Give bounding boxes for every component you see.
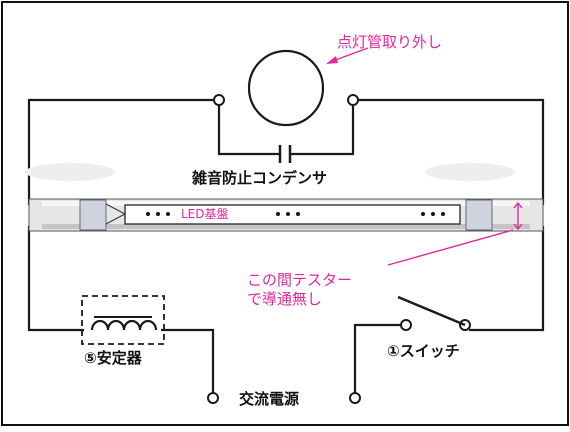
power-terminal-left xyxy=(207,392,219,404)
switch-lever xyxy=(397,295,466,327)
capacitor-symbol xyxy=(278,145,292,163)
annotation-starter-removed: 点灯管取り外し xyxy=(337,33,442,51)
starter-terminal-left xyxy=(213,94,225,106)
label-ballast: ⑤安定器 xyxy=(84,349,143,367)
ballast xyxy=(81,295,165,345)
tube-end-cap-left xyxy=(79,199,107,231)
label-led-board: LED基盤 xyxy=(181,207,229,221)
power-terminal-right xyxy=(349,392,361,404)
label-switch: ①スイッチ xyxy=(387,342,460,360)
smudge-left xyxy=(25,163,115,181)
smudge-right xyxy=(425,163,515,181)
tester-pointer-line xyxy=(387,229,514,266)
annotation-tester-line1: この間テスター xyxy=(247,271,352,289)
label-power: 交流電源 xyxy=(239,390,299,408)
fluorescent-tube xyxy=(28,198,544,232)
switch xyxy=(397,295,471,331)
label-capacitor: 雑音防止コンデンサ xyxy=(191,169,327,187)
ballast-dashed-box xyxy=(81,295,165,345)
ballast-coil xyxy=(90,319,158,331)
annotation-tester-line2: で導通無し xyxy=(247,290,322,308)
switch-terminal-left xyxy=(400,319,412,331)
starter-terminal-right xyxy=(347,94,359,106)
led-board xyxy=(124,204,461,225)
starter-pointer-arrowhead xyxy=(326,56,338,64)
tube-end-cap-right xyxy=(465,199,493,231)
tester-gap-arrow xyxy=(513,201,523,231)
led-dots xyxy=(146,212,445,216)
starter-lamp xyxy=(247,49,325,127)
